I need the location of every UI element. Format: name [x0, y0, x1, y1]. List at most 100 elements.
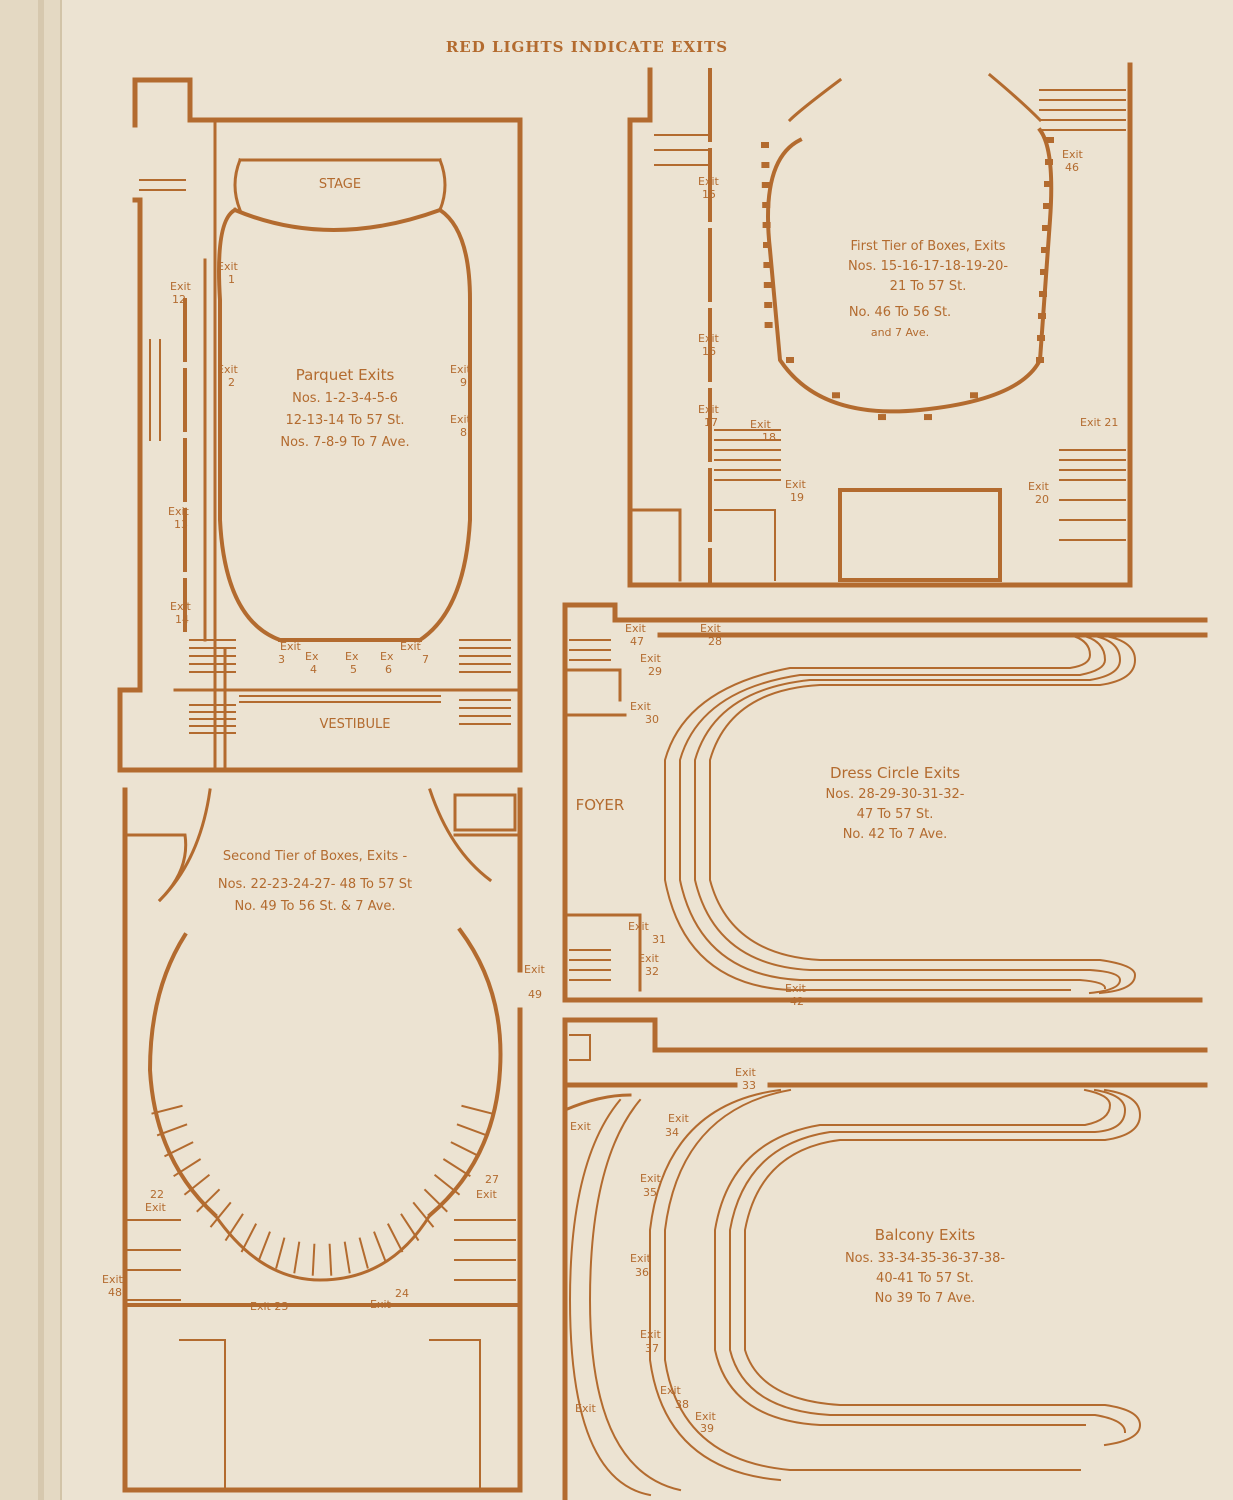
exit-3: 3 — [278, 653, 285, 666]
exit-21: Exit 21 — [1080, 416, 1118, 429]
box-marker — [761, 182, 770, 188]
exit-word: Exit — [145, 1201, 167, 1214]
exit-42: 42 — [790, 995, 804, 1008]
balcony-title: Balcony Exits — [875, 1226, 976, 1244]
box-marker — [173, 1158, 202, 1178]
box-marker — [343, 1241, 351, 1274]
box-marker — [786, 357, 794, 363]
box-marker — [328, 1243, 333, 1276]
second-tier-line-1: Nos. 22-23-24-27- 48 To 57 St — [218, 877, 412, 892]
box-marker — [293, 1241, 301, 1274]
balcony-line-2: 40-41 To 57 St. — [876, 1271, 974, 1286]
exit-word: Exit — [450, 363, 472, 376]
exit-word: Exit — [640, 1328, 662, 1341]
exit-49: 49 — [528, 988, 542, 1001]
exit-12: 12 — [172, 293, 186, 306]
box-marker — [762, 222, 771, 228]
balcony-plan — [562, 1017, 1208, 1500]
exit-2: 2 — [228, 376, 235, 389]
second-tier-plan — [122, 787, 523, 1493]
exit-17: 17 — [704, 416, 718, 429]
exit-word: Exit — [280, 640, 302, 653]
exit-word: Exit — [1062, 148, 1084, 161]
stage-label: STAGE — [319, 177, 361, 192]
box-marker — [1043, 203, 1051, 209]
exit-word: Exit — [170, 600, 192, 613]
exit-word: Exit — [168, 505, 190, 518]
exit-34: 34 — [665, 1126, 679, 1139]
exit-32: 32 — [645, 965, 659, 978]
exit-word: Exit — [628, 920, 650, 933]
box-marker — [1044, 181, 1052, 187]
exit-word: Exit — [102, 1273, 124, 1286]
exit-1: 1 — [228, 273, 235, 286]
box-marker — [209, 1201, 232, 1228]
exit-word: Exit — [660, 1384, 682, 1397]
ex-word: Ex — [345, 650, 359, 663]
exit-word: Exit — [217, 363, 239, 376]
exit-word: Exit — [370, 1298, 392, 1311]
exit-word: Exit — [640, 1172, 662, 1185]
exit-word: Exit — [785, 982, 807, 995]
exit-word: Exit — [695, 1410, 717, 1423]
box-marker — [358, 1237, 369, 1269]
exit-word: Exit — [630, 700, 652, 713]
box-marker — [196, 1188, 221, 1213]
ex-word: Ex — [380, 650, 394, 663]
dress-circle-plan — [562, 602, 1208, 1003]
box-marker — [183, 1173, 211, 1196]
exit-word: Exit — [698, 332, 720, 345]
exit-33: 33 — [742, 1079, 756, 1092]
box-marker — [764, 302, 773, 308]
parquet-line-3: Nos. 7-8-9 To 7 Ave. — [280, 435, 409, 450]
exit-31: 31 — [652, 933, 666, 946]
box-marker — [878, 414, 886, 421]
exit-19: 19 — [790, 491, 804, 504]
box-marker — [1036, 357, 1044, 363]
box-marker — [763, 242, 771, 248]
parquet-line-2: 12-13-14 To 57 St. — [285, 413, 404, 428]
box-marker — [412, 1201, 435, 1228]
exit-7: 7 — [422, 653, 429, 666]
exit-30: 30 — [645, 713, 659, 726]
exit-36: 36 — [635, 1266, 649, 1279]
exit-24: 24 — [395, 1287, 409, 1300]
exit-39: 39 — [700, 1422, 714, 1435]
exit-22: 22 — [150, 1188, 164, 1201]
exit-38: 38 — [675, 1398, 689, 1411]
box-marker — [461, 1104, 493, 1115]
box-marker — [1039, 291, 1047, 297]
box-marker — [442, 1158, 471, 1178]
exit-23: Exit 23 — [250, 1300, 288, 1313]
box-marker — [763, 262, 772, 268]
parquet-plan — [117, 77, 523, 773]
box-marker — [761, 162, 770, 168]
exit-8: 8 — [460, 426, 467, 439]
box-marker — [164, 1141, 194, 1158]
dress-circle-title: Dress Circle Exits — [830, 764, 960, 782]
exit-word: Exit — [785, 478, 807, 491]
exit-word: Exit — [630, 1252, 652, 1265]
exit-word: Exit — [524, 963, 546, 976]
box-marker — [433, 1173, 461, 1196]
exit-14: 14 — [175, 613, 189, 626]
box-marker — [224, 1213, 244, 1242]
box-marker — [400, 1213, 420, 1242]
box-marker — [240, 1223, 258, 1253]
binding-gutter — [38, 0, 44, 1500]
exit-4: 4 — [310, 663, 317, 676]
exit-word: Exit — [700, 622, 722, 635]
exit-word: Exit — [400, 640, 422, 653]
first-tier-box-markers — [761, 137, 1054, 421]
box-marker — [1041, 247, 1049, 253]
first-tier-line-4: and 7 Ave. — [871, 326, 929, 339]
box-marker — [373, 1231, 387, 1262]
second-tier-line-2: No. 49 To 56 St. & 7 Ave. — [234, 899, 395, 914]
box-marker — [311, 1243, 316, 1276]
first-tier-line-1: Nos. 15-16-17-18-19-20- — [848, 259, 1008, 274]
